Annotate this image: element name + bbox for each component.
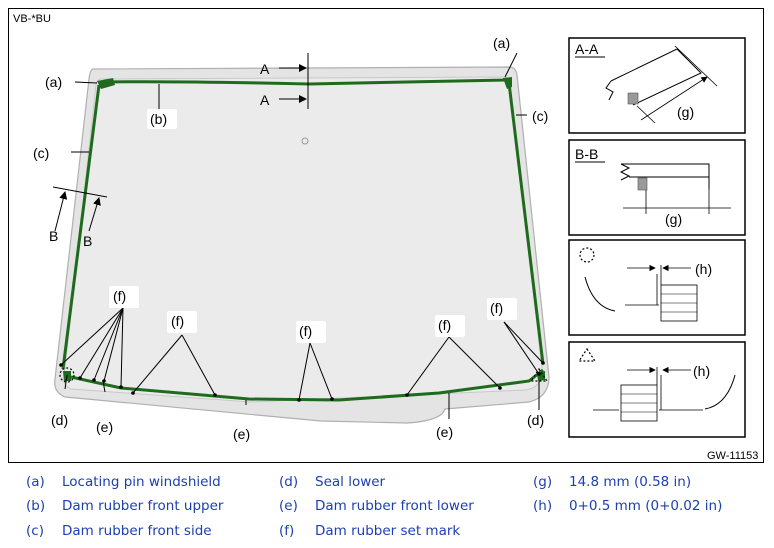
dam-rubber-front-upper	[100, 78, 508, 86]
callout-c-left: (c)	[33, 145, 49, 161]
callout-e-3: (e)	[436, 424, 453, 440]
legend: (a)Locating pin windshield (b)Dam rubber…	[0, 468, 774, 548]
diagram-frame: VB-*BU A A B B	[8, 8, 764, 463]
callout-c-right: (c)	[532, 108, 548, 124]
callout-f-1: (f)	[113, 288, 126, 304]
set-marks	[59, 361, 545, 402]
legend-item-d: (d)Seal lower	[279, 474, 386, 490]
callout-f-3: (f)	[299, 323, 312, 339]
detail-b-b-title: B-B	[575, 146, 598, 162]
legend-item-h: (h)0+0.5 mm (0+0.02 in)	[533, 498, 723, 514]
callout-b: (b)	[150, 111, 167, 127]
model-code: VB-*BU	[13, 13, 51, 25]
legend-item-g: (g)14.8 mm (0.58 in)	[533, 474, 692, 490]
windshield-glass-inner	[63, 76, 543, 403]
callout-a-left: (a)	[45, 74, 62, 90]
locating-pin-right	[503, 77, 512, 89]
sensor-mark	[301, 137, 309, 145]
callout-labels: (a) (b) (c) (a) (c) (f) (f) (f) (f) (f) …	[31, 33, 560, 444]
callout-f-5: (f)	[490, 300, 503, 316]
legend-item-f: (f)Dam rubber set mark	[279, 523, 461, 539]
detail-circle-callout-h: (h)	[695, 261, 712, 277]
detail-b-b-callout-g: (g)	[665, 211, 682, 227]
section-b-label-right: B	[83, 233, 92, 249]
section-b-arrow-right	[88, 197, 101, 232]
detail-a-a-title: A-A	[575, 41, 599, 57]
windshield-diagram: VB-*BU A A B B	[13, 13, 758, 462]
legend-item-b: (b)Dam rubber front upper	[26, 498, 224, 514]
callout-e-1: (e)	[96, 419, 113, 435]
callout-f-2: (f)	[171, 313, 184, 329]
callout-e-2: (e)	[233, 426, 250, 442]
callout-a-right: (a)	[493, 35, 510, 51]
detail-circle: (h)	[568, 239, 746, 336]
legend-item-a: (a)Locating pin windshield	[26, 474, 221, 490]
section-b-line	[52, 186, 108, 198]
locating-pin-left	[97, 78, 115, 89]
detail-a-a: A-A (g)	[568, 37, 746, 134]
section-b-arrow-left	[54, 191, 68, 232]
dam-rubber-front-side-right	[507, 82, 545, 365]
figure-id: GW-11153	[707, 450, 758, 462]
leader-lines	[60, 52, 544, 419]
callout-d-left: (d)	[51, 412, 68, 428]
detail-triangle: (h)	[568, 341, 746, 438]
section-b-label-left: B	[49, 228, 58, 244]
detail-marker-circle	[59, 367, 75, 383]
detail-marker-triangle	[529, 367, 549, 382]
detail-triangle-callout-h: (h)	[693, 363, 710, 379]
detail-a-a-callout-g: (g)	[677, 104, 694, 120]
callout-f-4: (f)	[438, 317, 451, 333]
dam-rubber-front-side-left	[61, 84, 101, 370]
detail-b-b: B-B (g)	[568, 139, 746, 236]
legend-item-c: (c)Dam rubber front side	[26, 523, 212, 539]
section-a-label-bottom: A	[260, 92, 270, 108]
legend-item-e: (e)Dam rubber front lower	[279, 498, 474, 514]
section-a-label-top: A	[260, 61, 270, 77]
callout-d-right: (d)	[527, 412, 544, 428]
